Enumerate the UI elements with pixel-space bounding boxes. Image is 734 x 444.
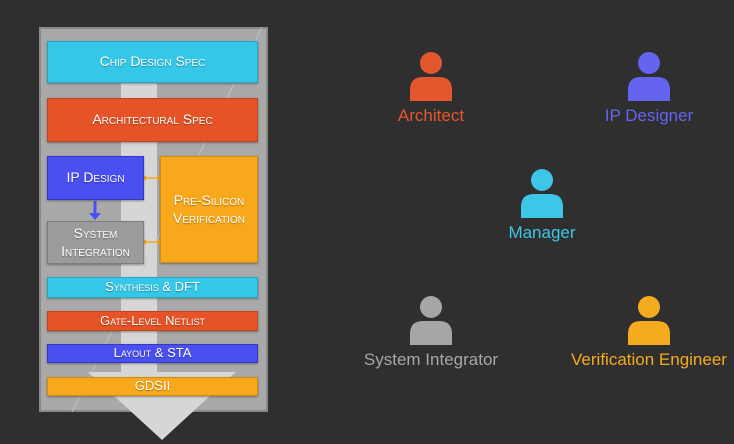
person-icon — [628, 52, 670, 101]
synthesis-dft-label: Synthesis & DFT — [105, 279, 200, 295]
synthesis-dft-block: Synthesis & DFT — [47, 277, 258, 298]
pre-silicon-verification-block: Pre-Silicon Verification — [160, 156, 258, 263]
role-label-system-integrator: System Integrator — [363, 350, 499, 369]
role-label-ip-designer: IP Designer — [604, 106, 694, 125]
ip-design-block: IP Design — [47, 156, 144, 200]
pre-silicon-verification-label: Pre-Silicon Verification — [173, 192, 245, 226]
gate-level-netlist-label: Gate-Level Netlist — [99, 312, 206, 328]
role-label-architect: Architect — [397, 106, 465, 125]
gdsii-block: GDSII — [47, 377, 258, 396]
layout-sta-label: Layout & STA — [113, 345, 192, 361]
role-label-manager: Manager — [508, 223, 576, 242]
role-verification-engineer: Verification Engineer — [564, 294, 734, 370]
architectural-spec-label: Architectural Spec — [92, 111, 213, 128]
system-integration-label: System Integration — [61, 225, 130, 259]
role-ip-designer: IP Designer — [564, 50, 734, 126]
layout-sta-block: Layout & STA — [47, 344, 258, 363]
gate-level-netlist-block: Gate-Level Netlist — [47, 311, 258, 331]
role-system-integrator: System Integrator — [346, 294, 516, 370]
role-label-verification-engineer: Verification Engineer — [571, 350, 727, 369]
role-architect: Architect — [346, 50, 516, 126]
person-icon — [410, 296, 452, 345]
chip-design-spec-label: Chip Design Spec — [99, 53, 206, 70]
person-icon — [628, 296, 670, 345]
person-icon — [410, 52, 452, 101]
ip-design-label: IP Design — [66, 169, 125, 186]
architectural-spec-block: Architectural Spec — [47, 98, 258, 142]
system-integration-block: System Integration — [47, 221, 144, 264]
chip-design-spec-block: Chip Design Spec — [47, 41, 258, 83]
role-manager: Manager — [457, 167, 627, 243]
gdsii-label: GDSII — [134, 378, 171, 394]
person-icon — [521, 169, 563, 218]
